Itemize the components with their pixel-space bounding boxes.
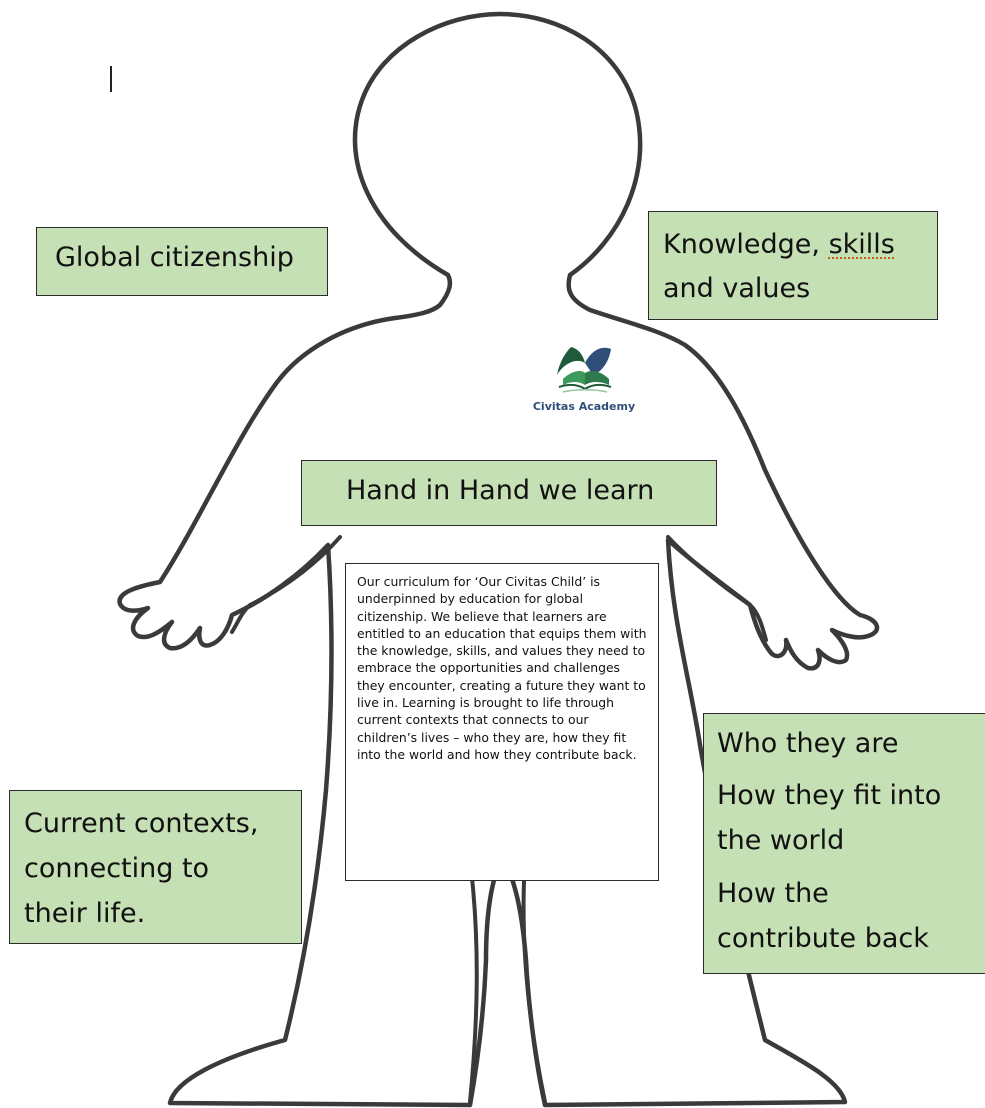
- current-contexts-label: Current contexts, connecting to their li…: [24, 808, 259, 929]
- knowledge-line-2: and values: [663, 273, 811, 304]
- open-book-logo-icon: [557, 347, 612, 393]
- civitas-academy-logo: Civitas Academy: [524, 335, 644, 425]
- hand-in-hand-box: Hand in Hand we learn: [301, 460, 717, 526]
- left-leg-inner-line: [468, 858, 479, 1104]
- body-outline: [117, 11, 880, 1108]
- who-line-2: How they fit into: [717, 780, 942, 811]
- global-citizenship-label: Global citizenship: [55, 242, 294, 273]
- knowledge-skills-values-box: Knowledge, skills and values: [648, 211, 938, 320]
- logo-caption: Civitas Academy: [532, 400, 636, 413]
- right-arm-inner-line: [666, 535, 768, 642]
- right-leg-inner-line: [521, 858, 547, 1104]
- who-they-are-box: Who they are How they fit into the world…: [703, 713, 985, 974]
- who-line-1: Who they are: [717, 728, 899, 759]
- hand-in-hand-label: Hand in Hand we learn: [346, 475, 655, 506]
- global-citizenship-box: Global citizenship: [36, 227, 328, 296]
- curriculum-description-text: Our curriculum for ‘Our Civitas Child’ i…: [357, 574, 647, 762]
- who-line-4: How the: [717, 878, 829, 909]
- knowledge-prefix: Knowledge,: [663, 229, 829, 260]
- text-cursor: [110, 66, 112, 92]
- current-contexts-box: Current contexts, connecting to their li…: [9, 790, 302, 944]
- knowledge-line-1: Knowledge, skills: [663, 223, 937, 267]
- left-arm-inner-line: [230, 535, 342, 634]
- who-line-3: the world: [717, 825, 845, 856]
- curriculum-description-box: Our curriculum for ‘Our Civitas Child’ i…: [345, 563, 659, 881]
- who-line-5: contribute back: [717, 923, 929, 954]
- skills-word: skills: [828, 229, 895, 260]
